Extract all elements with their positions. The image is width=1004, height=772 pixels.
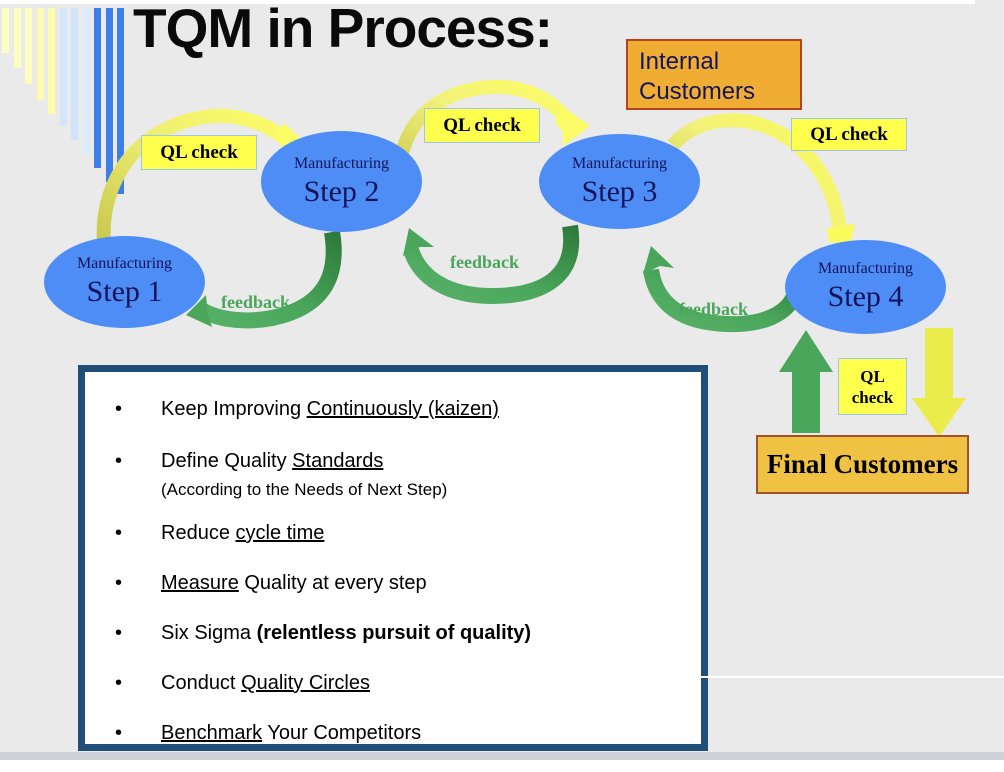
bullet-marker: • [115,522,123,544]
bullet-segment: Define Quality [161,450,293,472]
decorative-bar-11 [117,8,124,194]
bullet-segment: Standards [292,450,384,472]
bullet-segment: Continuously (kaizen) [306,398,499,420]
final-to-step4-arrow [779,330,833,433]
step-4-subtitle: Manufacturing [817,260,914,277]
decorative-bar-9 [94,8,101,168]
bullet-text: Benchmark Your Competitors [161,720,421,746]
bottom-white-footer [0,760,1004,772]
bullet-text: Six Sigma (relentless pursuit of quality… [161,620,531,646]
step-3-ellipse[interactable]: Manufacturing Step 3 [539,134,700,229]
ql-check-4-line2: check [851,387,894,407]
bullet-marker: • [115,722,123,744]
internal-customers-box[interactable]: Internal Customers [626,39,802,110]
feedback-label-1: feedback [221,292,290,312]
bullet-marker: • [115,398,123,420]
decorative-bar-7 [71,8,78,140]
decorative-bar-6 [59,8,67,126]
step-4-ellipse[interactable]: Manufacturing Step 4 [785,240,946,334]
final-customers-box[interactable]: Final Customers [756,435,969,494]
bottom-grey-band [0,752,1004,760]
ql-check-label-4: QL check [838,358,907,415]
bullet-item: • Six Sigma (relentless pursuit of qualit… [99,620,687,646]
bullet-segment: cycle time [235,522,325,544]
decorative-bar-3 [25,8,32,84]
step-1-subtitle: Manufacturing [76,255,173,272]
bullet-item: • Keep Improving Continuously (kaizen) [99,396,687,422]
page-title: TQM in Process: [133,0,553,59]
step-3-subtitle: Manufacturing [571,154,668,172]
faint-horizontal-rule [700,676,1004,678]
bullet-segment: Quality at every step [238,572,427,594]
bullet-text: Conduct Quality Circles [161,670,370,696]
bullet-text: Define Quality Standards [161,448,383,474]
bullet-segment: Conduct [161,672,242,694]
bullet-segment: Six Sigma [161,622,257,644]
bullet-segment: Keep Improving [161,398,307,420]
bullet-text: Reduce cycle time [161,520,324,546]
step-1-ellipse[interactable]: Manufacturing Step 1 [44,236,205,328]
ql-check-4-line1: QL [860,366,885,386]
decorative-bar-4 [36,8,44,100]
step-3-title: Step 3 [581,174,658,208]
decorative-bar-5 [48,8,55,114]
bullet-marker: • [115,572,123,594]
decorative-bar-1 [2,8,9,53]
step-4-title: Step 4 [827,280,904,313]
decorative-bar-10 [105,8,113,182]
bullet-item: • Benchmark Your Competitors [99,720,687,746]
bullet-marker: • [115,450,123,472]
step4-to-final-arrow [912,328,966,437]
bullet-item: • Reduce cycle time [99,520,687,546]
step-2-ellipse[interactable]: Manufacturing Step 2 [261,131,422,232]
step-1-title: Step 1 [86,275,163,308]
bullet-list-panel: • Keep Improving Continuously (kaizen) • De… [78,365,708,751]
bullet-item: • Define Quality Standards [99,448,687,474]
bullet-item: • Measure Quality at every step [99,570,687,596]
bullet-item: • Conduct Quality Circles [99,670,687,696]
ql-check-label-1: QL check [141,135,257,170]
step-2-subtitle: Manufacturing [293,154,390,172]
decorative-bar-2 [13,8,21,68]
bullet-text: Keep Improving Continuously (kaizen) [161,396,499,422]
ql-check-label-2: QL check [424,108,540,143]
decorative-bar-8 [82,8,90,154]
internal-customers-line2: Customers [639,78,756,105]
bullet-segment: Quality Circles [241,672,370,694]
feedback-label-3: feedback [679,299,748,319]
top-white-strip [0,0,975,4]
bullet-marker: • [115,622,123,644]
bullet-marker: • [115,672,123,694]
bullet-segment: Reduce [161,522,236,544]
internal-customers-line1: Internal [639,48,720,75]
decorative-bars [0,8,130,198]
feedback-label-2: feedback [450,252,519,272]
bullet-segment: Benchmark [161,722,263,744]
bullet-segment: (relentless pursuit of quality) [256,622,532,644]
bullet-segment: Your Competitors [262,722,422,744]
bullet-text: Measure Quality at every step [161,570,427,596]
bullet-subtext: (According to the Needs of Next Step) [161,480,448,499]
bullet-segment: Measure [161,572,239,594]
ql-check-label-3: QL check [791,118,907,151]
step-2-title: Step 2 [303,174,380,208]
